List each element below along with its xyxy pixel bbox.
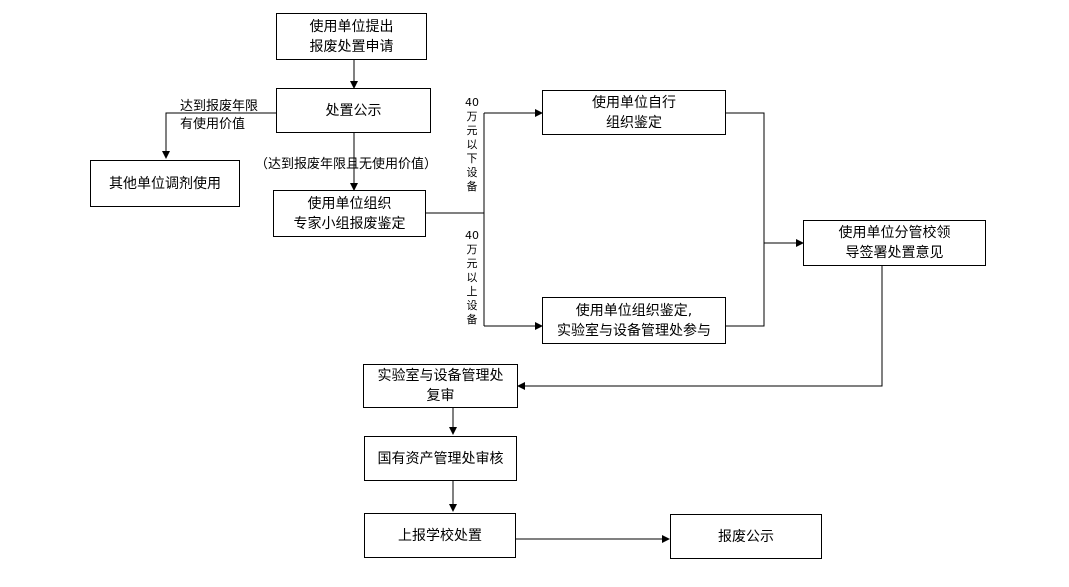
node-school-report: 上报学校处置 (364, 513, 516, 558)
arrow-publicity-to-other-unit (162, 112, 276, 159)
node-scrap-publicity: 报废公示 (670, 514, 822, 559)
label-below-40: 40 万 元 以 下 设 备 (465, 96, 479, 193)
label-reached-useful: 达到报废年限 有使用价值 (180, 99, 259, 132)
node-self-identify: 使用单位自行 组织鉴定 (542, 90, 726, 135)
label-reached-useless: （达到报废年限且无使用价值） (255, 157, 438, 172)
arrow-leader-to-lab-review (517, 266, 883, 390)
node-lab-review: 实验室与设备管理处 复审 (363, 364, 518, 408)
node-apply: 使用单位提出 报废处置申请 (276, 13, 427, 60)
node-asset-review: 国有资产管理处审核 (364, 436, 517, 481)
line-merge (726, 112, 803, 327)
node-joint-identify: 使用单位组织鉴定, 实验室与设备管理处参与 (542, 297, 726, 344)
node-publicity: 处置公示 (276, 88, 431, 133)
label-above-40: 40 万 元 以 上 设 备 (465, 229, 479, 326)
node-other-unit: 其他单位调剂使用 (90, 160, 240, 207)
node-expert-group: 使用单位组织 专家小组报废鉴定 (273, 190, 426, 237)
node-leader-sign: 使用单位分管校领 导签署处置意见 (803, 220, 986, 266)
